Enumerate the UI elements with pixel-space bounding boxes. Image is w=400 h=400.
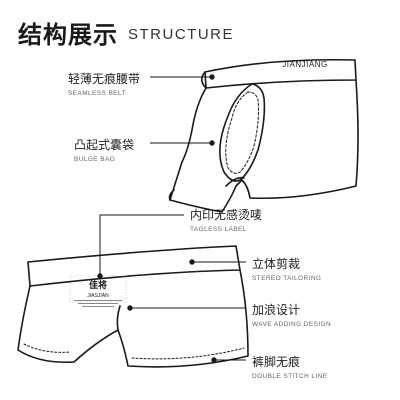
callout-double-stitch-line: 裤脚无痕 DOUBLE STITCH LINE bbox=[252, 355, 328, 380]
bottom-garment-illustration bbox=[17, 245, 249, 368]
leg-stitch-right bbox=[131, 347, 245, 360]
callout-stereo-tailoring: 立体剪裁 STEREO TAILORING bbox=[252, 257, 322, 282]
waistband-inner-curve bbox=[200, 71, 207, 89]
leg-stitch-left bbox=[23, 343, 71, 353]
front-body-outline bbox=[17, 269, 249, 368]
crotch-seam bbox=[116, 305, 121, 331]
bulge-pouch-stitch bbox=[225, 91, 259, 174]
garment-body-outline bbox=[169, 79, 359, 213]
callout-wave-adding-design: 加浪设计 WAVE ADDING DESIGN bbox=[252, 303, 332, 328]
title-chinese: 结构展示 bbox=[18, 20, 118, 49]
front-waistband bbox=[27, 245, 241, 287]
callout-tagless-label: 内印无感烫唛 TAGLESS LABEL bbox=[190, 208, 263, 233]
page-header: 结构展示 STRUCTURE bbox=[18, 12, 234, 52]
waistband-brand-text: JIANJIANG bbox=[282, 60, 327, 69]
title-english: STRUCTURE bbox=[128, 25, 234, 43]
leader-lines bbox=[97, 74, 246, 363]
callout-bulge-bag: 凸起式囊袋 BULGE BAG bbox=[74, 138, 135, 163]
waistband-shape bbox=[204, 58, 357, 89]
side-seam bbox=[225, 176, 245, 187]
logo-chinese: 佳将 bbox=[89, 279, 107, 291]
bulge-pouch-outline bbox=[219, 83, 266, 182]
left-leg-edge bbox=[168, 189, 175, 201]
logo-english: JIASJIAN bbox=[87, 293, 109, 299]
callout-seamless-belt: 轻薄无痕腰带 SEAMLESS BELT bbox=[68, 72, 141, 97]
top-garment-illustration bbox=[168, 58, 359, 213]
